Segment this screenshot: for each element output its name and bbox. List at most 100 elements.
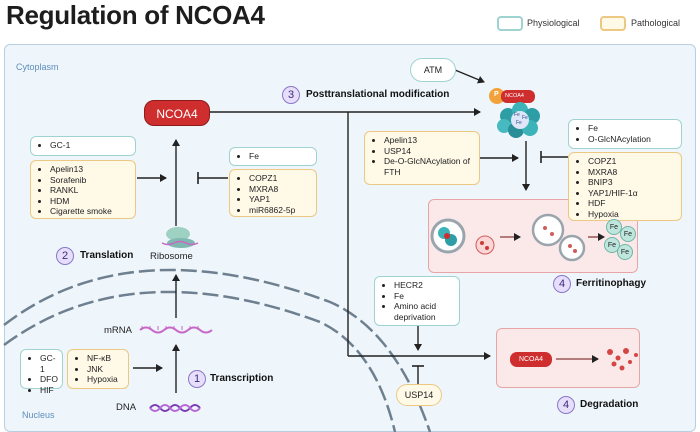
ribosome-small-subunit (167, 238, 195, 248)
ribosome-large-subunit (166, 227, 190, 241)
ferritin-fe-label-3: Fe (516, 120, 522, 126)
translation-left-pathological-list-item: Cigarette smoke (50, 206, 131, 217)
ferritin-cage (497, 102, 540, 138)
translation-left-physiological-list: GC-1 (31, 137, 135, 154)
step-label-ferritinophagy: Ferritinophagy (576, 278, 647, 289)
legend-physiological-swatch (497, 16, 523, 31)
degradation-physiological-list-item: HECR2 (394, 280, 455, 291)
transcription-pathological-list-item: NF-κB (87, 353, 124, 364)
phospho-bubble (489, 88, 505, 104)
transcription-physiological-list-item: DFO (40, 374, 58, 385)
ribosome-mrna (161, 240, 199, 246)
transcription-pathological-box: NF-κBJNKHypoxia (67, 349, 129, 389)
dna-strand-1 (149, 404, 201, 412)
degradation-physiological-list: HECR2FeAmino acid deprivation (375, 277, 459, 325)
ptm-left-pathological-list: Apelin13USP14De-O-GlcNAcylation of FTH (365, 132, 479, 180)
fe-atom-4-label: Fe (620, 249, 630, 256)
degradation-physiological-box: HECR2FeAmino acid deprivation (374, 276, 460, 326)
ferritin-fe-label-1: Fe (514, 112, 520, 118)
cytoplasm-label: Cytoplasm (16, 62, 59, 72)
translation-right-physiological-list-item: Fe (249, 151, 312, 162)
ptm-right-pathological-box: COPZ1MXRA8BNIP3YAP1/HIF-1αHDFHypoxia (568, 152, 682, 221)
translation-right-pathological-list: COPZ1MXRA8YAP1miR6862-5p (230, 170, 316, 218)
step-number-ferritinophagy: 4 (553, 275, 571, 293)
page-title: Regulation of NCOA4 (6, 0, 265, 30)
translation-left-pathological-list-item: Sorafenib (50, 175, 131, 186)
translation-right-pathological-list-item: YAP1 (249, 194, 312, 205)
degradation-physiological-list-item: Fe (394, 291, 455, 302)
step-label-degradation: Degradation (580, 399, 639, 410)
ptm-left-pathological-box: Apelin13USP14De-O-GlcNAcylation of FTH (364, 131, 480, 185)
translation-left-pathological-list-item: HDM (50, 196, 131, 207)
translation-right-pathological-box: COPZ1MXRA8YAP1miR6862-5p (229, 169, 317, 217)
lysosome (475, 235, 495, 255)
fe-atom-4: Fe (617, 244, 633, 260)
dna-label: DNA (116, 402, 137, 413)
translation-right-physiological-list: Fe (230, 148, 316, 165)
step-number-translation: 2 (56, 247, 74, 265)
transcription-physiological-list-item: GC-1 (40, 353, 58, 374)
ncoa4-complex-label: NCOA4 (505, 93, 524, 99)
ptm-right-physiological-box: FeO-GlcNAcylation (568, 119, 682, 149)
ncoa4-protein: NCOA4 (144, 100, 210, 126)
translation-left-pathological-list: Apelin13SorafenibRANKLHDMCigarette smoke (31, 161, 135, 220)
dna-strand-2 (149, 404, 201, 412)
transcription-physiological-list-item: HIF (40, 385, 58, 396)
step-label-translation: Translation (80, 250, 134, 261)
step-label-transcription: Transcription (210, 373, 274, 384)
legend-physiological-label: Physiological (527, 18, 580, 28)
usp14-box: USP14 (396, 384, 442, 406)
ptm-right-pathological-list-item: YAP1/HIF-1α (588, 188, 677, 199)
ptm-right-pathological-list-item: HDF (588, 198, 677, 209)
mrna-strand (139, 326, 213, 334)
phospho-label: P (494, 91, 499, 98)
atm-box: ATM (410, 58, 456, 82)
ptm-right-pathological-list-item: BNIP3 (588, 177, 677, 188)
nucleus-label: Nucleus (22, 410, 55, 420)
ncoa4-complex-pill (501, 90, 535, 103)
fe-atom-2-label: Fe (623, 231, 633, 238)
atm-label: ATM (423, 65, 443, 75)
ptm-right-pathological-list-item: Hypoxia (588, 209, 677, 220)
ptm-left-pathological-list-item: Apelin13 (384, 135, 475, 146)
ptm-left-pathological-list-item: De-O-GlcNAcylation of FTH (384, 156, 475, 177)
ptm-right-physiological-list-item: O-GlcNAcylation (588, 134, 677, 145)
transcription-pathological-list: NF-κBJNKHypoxia (68, 350, 128, 388)
autolysosome (531, 213, 586, 262)
usp14-label: USP14 (404, 390, 434, 400)
step-number-ptm: 3 (282, 86, 300, 104)
ptm-right-pathological-list: COPZ1MXRA8BNIP3YAP1/HIF-1αHDFHypoxia (569, 153, 681, 222)
ptm-left-pathological-list-item: USP14 (384, 146, 475, 157)
translation-right-pathological-list-item: MXRA8 (249, 184, 312, 195)
mrna-label: mRNA (104, 325, 132, 336)
ribosome-label: Ribosome (150, 251, 193, 262)
degradation-physiological-list-item: Amino acid deprivation (394, 301, 455, 322)
step-number-degradation: 4 (557, 396, 575, 414)
translation-left-physiological-box: GC-1 (30, 136, 136, 156)
degradation-fragments (607, 348, 638, 371)
transcription-physiological-box: GC-1DFOHIF (20, 349, 63, 395)
step-number-transcription: 1 (188, 370, 206, 388)
fe-atom-2: Fe (620, 226, 636, 242)
transcription-pathological-list-item: JNK (87, 364, 124, 375)
transcription-physiological-list: GC-1DFOHIF (21, 350, 62, 398)
nucleus-envelope-inner (3, 290, 397, 432)
degradation-ncoa4: NCOA4 (510, 352, 552, 367)
fe-atom-1: Fe (606, 219, 622, 235)
ferritin-fe-label-2: Fe (522, 115, 528, 121)
nucleus-envelope-outer (3, 268, 432, 432)
fe-atom-3-label: Fe (607, 242, 617, 249)
fe-atom-1-label: Fe (609, 224, 619, 231)
translation-right-pathological-list-item: miR6862-5p (249, 205, 312, 216)
legend-pathological-swatch (600, 16, 626, 31)
translation-left-pathological-box: Apelin13SorafenibRANKLHDMCigarette smoke (30, 160, 136, 219)
ptm-right-physiological-list-item: Fe (588, 123, 677, 134)
ptm-right-pathological-list-item: MXRA8 (588, 167, 677, 178)
step-label-ptm: Posttranslational modification (306, 89, 450, 100)
autophagosome (430, 218, 466, 254)
ptm-right-physiological-list: FeO-GlcNAcylation (569, 120, 681, 147)
ptm-right-pathological-list-item: COPZ1 (588, 156, 677, 167)
translation-left-pathological-list-item: RANKL (50, 185, 131, 196)
mrna-teeth (141, 326, 199, 330)
